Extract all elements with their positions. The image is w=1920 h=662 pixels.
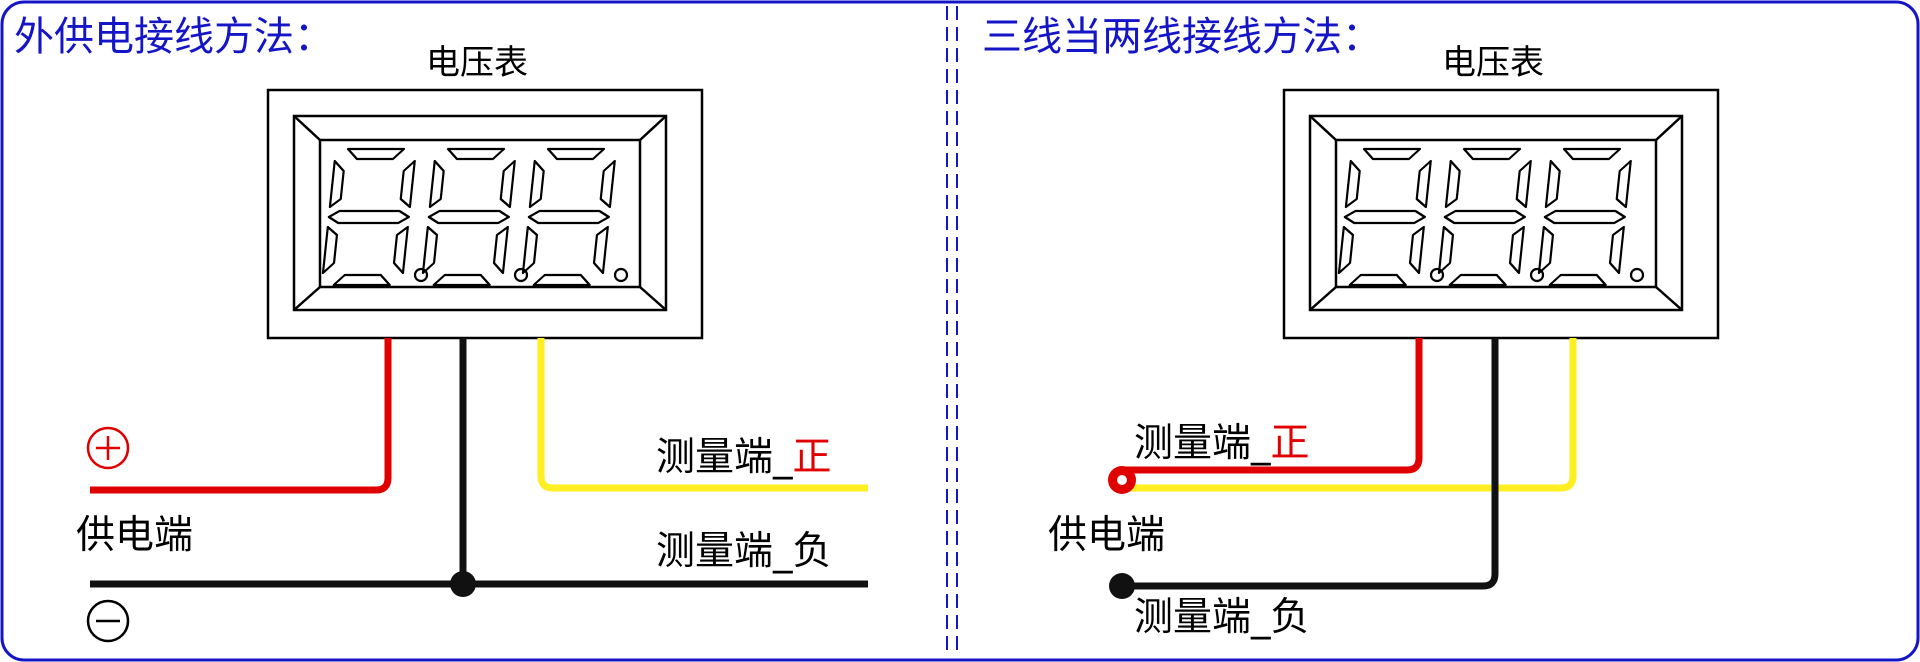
- left-measure-pos-label: 测量端_正: [656, 435, 832, 480]
- right-decimal-point-3: [1629, 267, 1645, 283]
- right-red-terminal-center: [1117, 475, 1127, 485]
- right-voltmeter: [1282, 88, 1720, 340]
- plus-symbol: [86, 426, 130, 470]
- right-yellow-wire: [1122, 338, 1577, 492]
- left-red-wire: [90, 338, 392, 494]
- left-power-terminal-label: 供电端: [76, 513, 193, 558]
- right-panel-title: 三线当两线接线方法：: [982, 14, 1382, 60]
- right-meter-title: 电压表: [1442, 43, 1544, 83]
- right-red-wire: [1122, 338, 1423, 474]
- left-measure-neg-label: 测量端_负: [656, 529, 832, 574]
- right-black-terminal-dot: [1109, 573, 1135, 599]
- left-junction-dot: [450, 571, 476, 597]
- minus-symbol: [86, 599, 130, 643]
- right-black-wire: [1122, 338, 1499, 590]
- left-panel-title: 外供电接线方法：: [14, 14, 334, 60]
- left-meter-title: 电压表: [426, 43, 528, 83]
- left-decimal-point-3: [613, 267, 629, 283]
- right-panel: 三线当两线接线方法： 电压表 测量端_正 供电端 测量端_负: [982, 14, 1720, 640]
- right-power-terminal-label: 供电端: [1048, 513, 1165, 558]
- left-voltmeter: [266, 88, 704, 340]
- right-measure-neg-label: 测量端_负: [1134, 595, 1310, 640]
- left-panel: 外供电接线方法： 电压表: [14, 14, 868, 643]
- left-yellow-wire: [537, 338, 868, 492]
- right-measure-pos-label: 测量端_正: [1134, 421, 1310, 466]
